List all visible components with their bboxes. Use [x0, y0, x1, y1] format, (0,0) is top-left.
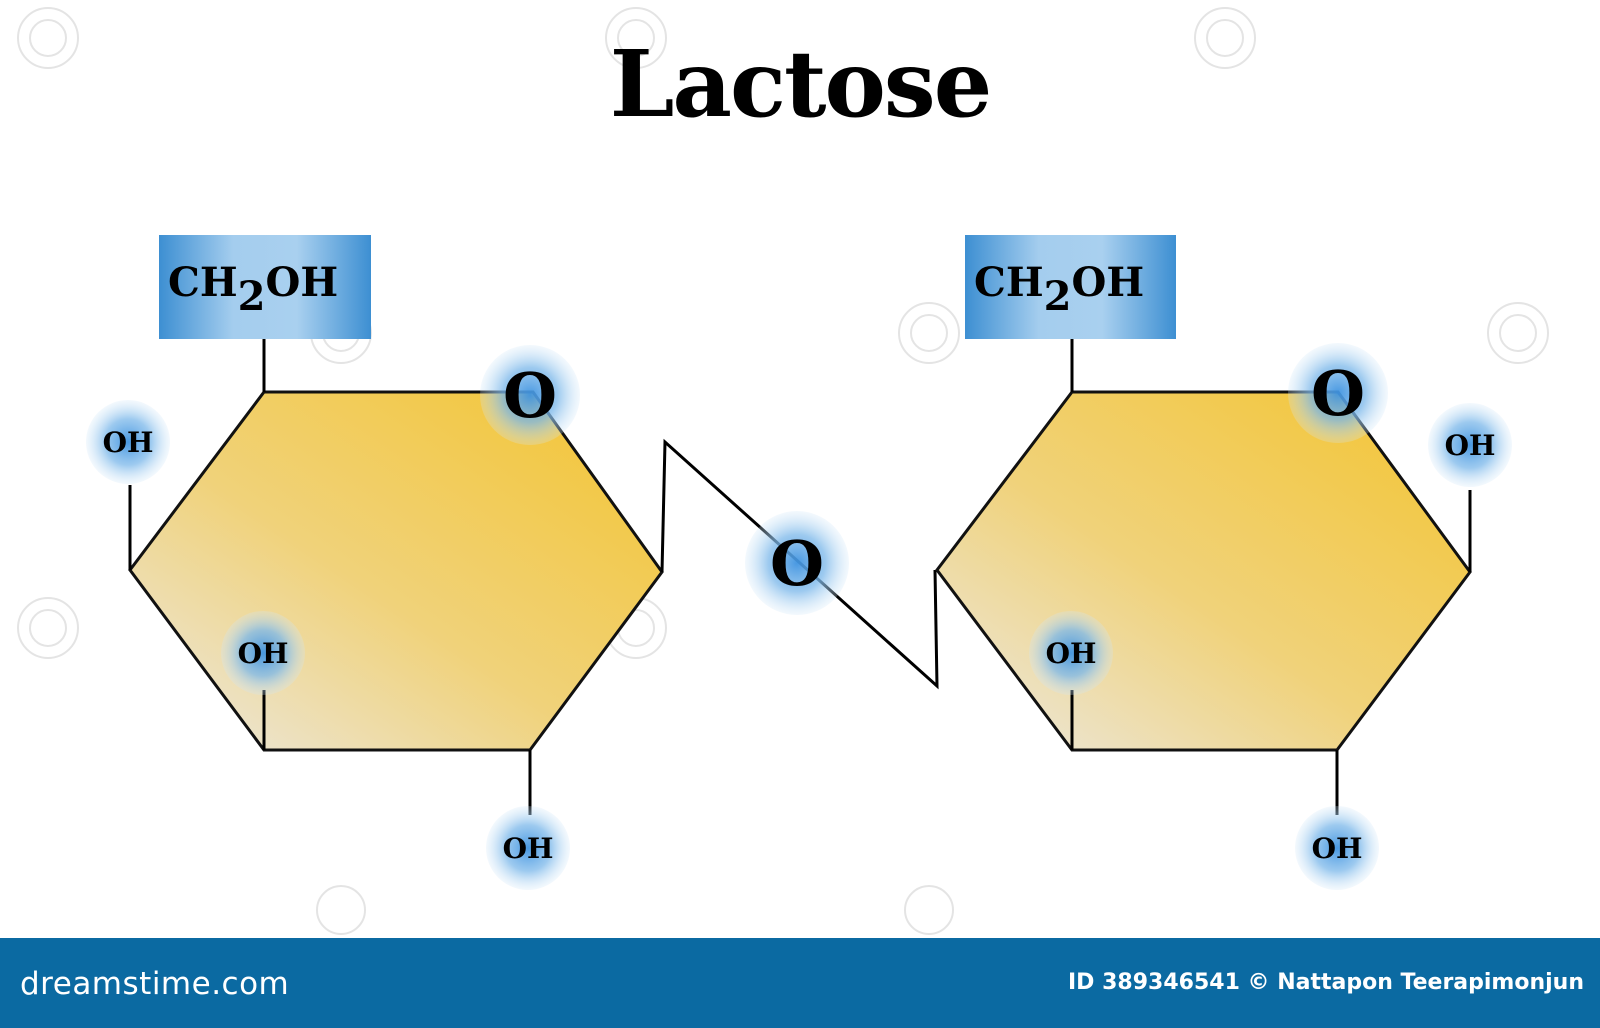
footer-brand-logo[interactable]: dreamstime.com [20, 966, 290, 1002]
left-ring-hexagon [128, 390, 664, 752]
left-ch2oh-box [159, 235, 371, 339]
bridge-oxygen: O [745, 511, 849, 615]
right-inner-oh-glow [1029, 611, 1113, 695]
right-outer-oh-glow [1428, 403, 1512, 487]
left-outer-oh-label: OH [103, 426, 154, 459]
left-ch2oh-label: CH2OH [168, 259, 338, 320]
left-inner-oh-label: OH [238, 637, 289, 670]
right-ring-oxygen: O [1288, 343, 1388, 443]
left-ring-oxygen-glow [480, 345, 580, 445]
left-inner-oh: OH [221, 611, 305, 695]
right-bottom-oh: OH [1295, 806, 1379, 890]
right-ch2oh-label: CH2OH [974, 259, 1144, 320]
right-outer-oh: OH [1428, 403, 1512, 487]
right-inner-oh-label: OH [1046, 637, 1097, 670]
left-outer-oh: OH [86, 400, 170, 484]
left-bottom-oh-glow [486, 806, 570, 890]
left-ring-oxygen-label: O [503, 359, 557, 432]
left-bottom-oh-label: OH [503, 832, 554, 865]
right-outer-oh-label: OH [1445, 429, 1496, 462]
footer-bar: dreamstime.com ID 389346541 © Nattapon T… [0, 938, 1600, 1028]
bridge-oxygen-label: O [770, 527, 824, 600]
right-bottom-oh-label: OH [1312, 832, 1363, 865]
diagram-title: Lactose [610, 30, 991, 138]
right-inner-oh: OH [1029, 611, 1113, 695]
right-ch2oh-group: CH2OH [965, 235, 1176, 339]
left-ring-oxygen: O [480, 345, 580, 445]
right-ch2oh-box [965, 235, 1176, 339]
left-ch2oh-group: CH2OH [159, 235, 371, 339]
left-inner-oh-glow [221, 611, 305, 695]
left-glucose-ring [128, 390, 664, 752]
right-bottom-oh-glow [1295, 806, 1379, 890]
right-ring-oxygen-label: O [1311, 357, 1365, 430]
right-galactose-ring [935, 390, 1472, 752]
right-ring-oxygen-glow [1288, 343, 1388, 443]
footer-image-credit: ID 389346541 © Nattapon Teerapimonjun [1068, 970, 1584, 995]
right-ring-hexagon [935, 390, 1472, 752]
bridge-oxygen-glow [745, 511, 849, 615]
left-outer-oh-glow [86, 400, 170, 484]
left-bottom-oh: OH [486, 806, 570, 890]
